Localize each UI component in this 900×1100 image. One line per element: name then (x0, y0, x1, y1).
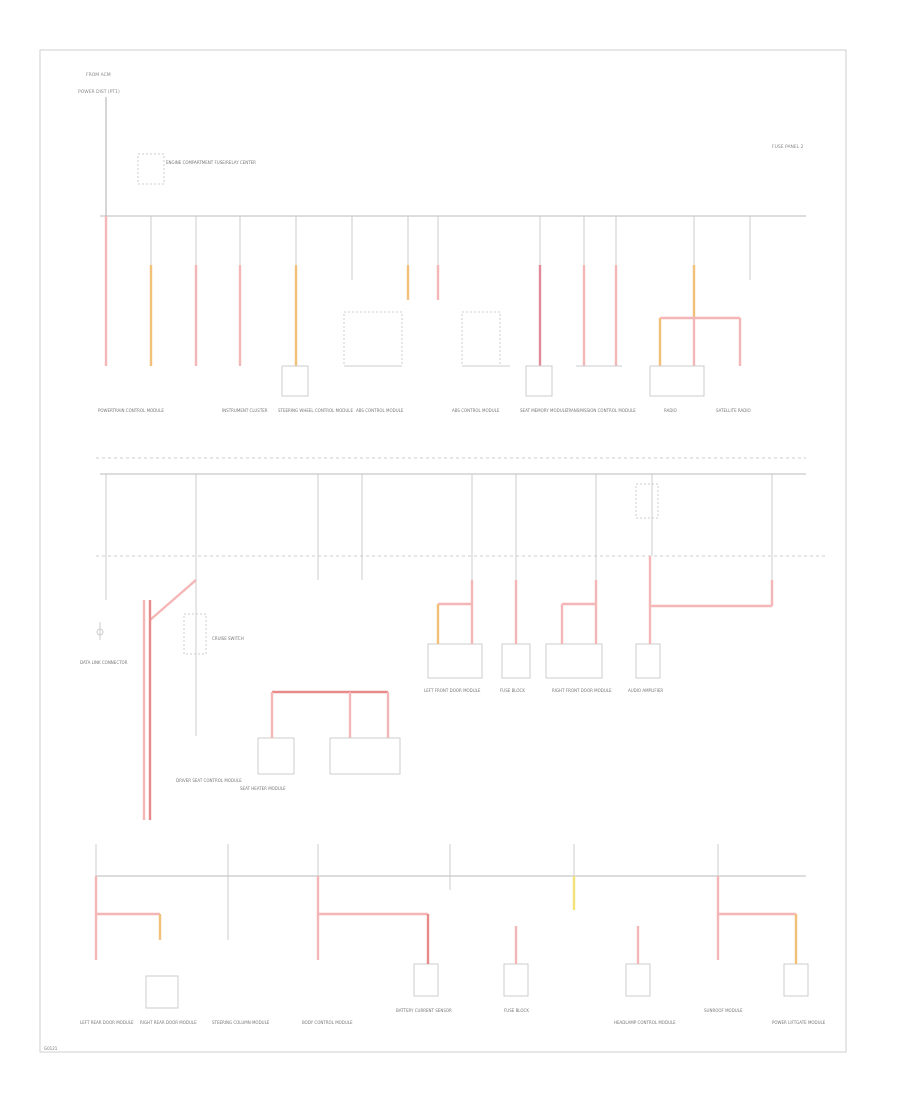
svg-text:LEFT FRONT DOOR MODULE: LEFT FRONT DOOR MODULE (424, 688, 481, 693)
svg-text:DATA LINK CONNECTOR: DATA LINK CONNECTOR (80, 660, 128, 665)
row2-thin-wires (96, 474, 773, 775)
row3-thin-wires (95, 844, 809, 1009)
diagram-border (39, 49, 847, 1053)
svg-text:FUSE BLOCK: FUSE BLOCK (500, 688, 525, 693)
row1-thin-wires (150, 216, 751, 397)
svg-text:SATELLITE RADIO: SATELLITE RADIO (716, 408, 751, 413)
svg-text:STEERING WHEEL CONTROL MODULE: STEERING WHEEL CONTROL MODULE (278, 408, 354, 413)
svg-text:POWERTRAIN CONTROL MODULE: POWERTRAIN CONTROL MODULE (98, 408, 164, 413)
hot-source-label: FROM ACM (86, 72, 111, 78)
svg-text:ABS CONTROL MODULE: ABS CONTROL MODULE (356, 408, 404, 413)
svg-text:SUNROOF MODULE: SUNROOF MODULE (704, 1008, 743, 1013)
svg-text:SEAT MEMORY MODULE: SEAT MEMORY MODULE (520, 408, 568, 413)
footer-code: G0121 (44, 1046, 58, 1051)
svg-text:STEERING COLUMN MODULE: STEERING COLUMN MODULE (212, 1020, 270, 1025)
row3-component-labels: LEFT REAR DOOR MODULE RIGHT REAR DOOR MO… (80, 1008, 826, 1025)
svg-text:RIGHT FRONT DOOR MODULE: RIGHT FRONT DOOR MODULE (552, 688, 612, 693)
svg-text:AUDIO AMPLIFIER: AUDIO AMPLIFIER (628, 688, 663, 693)
svg-text:RADIO: RADIO (664, 408, 677, 413)
svg-text:FUSE BLOCK: FUSE BLOCK (504, 1008, 529, 1013)
page-tag-label: FUSE PANEL 2 (772, 144, 804, 150)
svg-text:POWER LIFTGATE MODULE: POWER LIFTGATE MODULE (772, 1020, 826, 1025)
row2-component-labels: DATA LINK CONNECTOR CRUISE SWITCH DRIVER… (80, 636, 663, 791)
svg-text:HEADLAMP CONTROL MODULE: HEADLAMP CONTROL MODULE (614, 1020, 676, 1025)
svg-text:INSTRUMENT CLUSTER: INSTRUMENT CLUSTER (222, 408, 268, 413)
row3-wires (94, 876, 798, 964)
svg-text:DRIVER SEAT CONTROL MODULE: DRIVER SEAT CONTROL MODULE (176, 778, 242, 783)
svg-text:LEFT REAR DOOR MODULE: LEFT REAR DOOR MODULE (80, 1020, 134, 1025)
relay-box (137, 153, 165, 185)
svg-text:BATTERY CURRENT SENSOR: BATTERY CURRENT SENSOR (396, 1008, 452, 1013)
svg-text:SEAT HEATER MODULE: SEAT HEATER MODULE (240, 786, 286, 791)
row2-wires (142, 556, 774, 820)
row1-wires (104, 216, 742, 366)
svg-text:TRANSMISSION CONTROL MODULE: TRANSMISSION CONTROL MODULE (565, 408, 636, 413)
svg-text:ABS CONTROL MODULE: ABS CONTROL MODULE (452, 408, 500, 413)
svg-text:CRUISE SWITCH: CRUISE SWITCH (212, 636, 244, 641)
power-dist-label: POWER DIST (PT1) (78, 89, 120, 95)
relay-note-label: ENGINE COMPARTMENT FUSE/RELAY CENTER (166, 160, 256, 165)
row1-component-labels: POWERTRAIN CONTROL MODULE INSTRUMENT CLU… (98, 408, 751, 413)
svg-text:BODY CONTROL MODULE: BODY CONTROL MODULE (302, 1020, 353, 1025)
seat-heater-box (329, 737, 401, 775)
svg-text:RIGHT REAR DOOR MODULE: RIGHT REAR DOOR MODULE (140, 1020, 197, 1025)
